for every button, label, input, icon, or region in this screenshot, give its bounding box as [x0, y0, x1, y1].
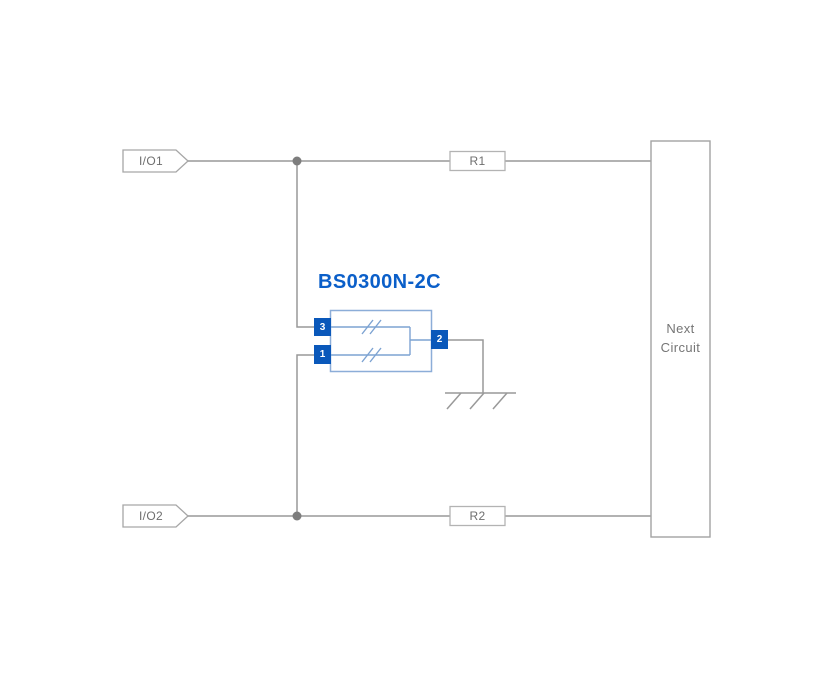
- tvs-diode-lower-icon: [361, 347, 382, 363]
- ground-wire: [448, 339, 484, 393]
- resistor-r2-box: [449, 505, 506, 527]
- resistor-r1-label: R1: [469, 154, 486, 168]
- resistor-r2-label: R2: [469, 509, 486, 523]
- tvs-diode-upper-icon: [361, 319, 382, 335]
- component-part-number: BS0300N-2C: [318, 271, 441, 293]
- io2-branch-wire: [296, 354, 314, 516]
- io1-branch-wire: [296, 161, 314, 328]
- next-circuit-label: Next Circuit: [660, 321, 701, 355]
- io1-tag-shape: [122, 149, 189, 173]
- io2-tag-shape: [122, 504, 189, 528]
- ground-icon: [445, 392, 516, 410]
- next-circuit-label-container: Next Circuit: [651, 141, 710, 537]
- pin-3-badge: 3: [314, 318, 331, 336]
- io2-label: I/O2: [139, 509, 163, 523]
- io1-label: I/O1: [139, 154, 163, 168]
- pin-1-badge: 1: [314, 345, 331, 364]
- junction-dot-top: [292, 156, 302, 166]
- resistor-r1-box: [449, 150, 506, 172]
- pin-2-badge: 2: [431, 330, 448, 349]
- tvs-internal-wiring: [331, 326, 431, 356]
- junction-dot-bottom: [292, 511, 302, 521]
- next-circuit-box: [650, 140, 711, 538]
- tvs-component-body: [329, 309, 433, 373]
